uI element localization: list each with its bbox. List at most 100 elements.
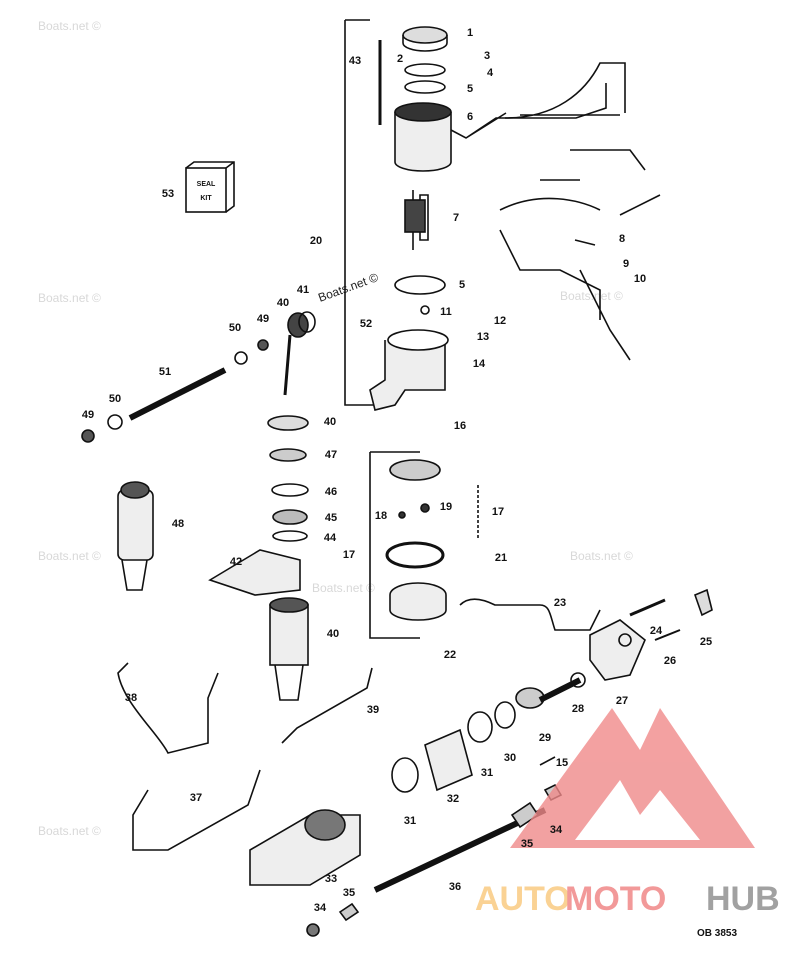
part-number-label: 53 (162, 188, 174, 200)
part-number-label: 37 (190, 792, 202, 804)
part-number-label: 27 (616, 695, 628, 707)
cylinder (269, 604, 309, 666)
part-number-label: 31 (404, 815, 416, 827)
watermark: Boats.net © (560, 289, 623, 303)
motor-end-cap (402, 26, 448, 44)
part-number-label: 22 (444, 649, 456, 661)
logo-triangle (510, 708, 755, 848)
manifold (589, 619, 646, 681)
part-number-label: 4 (487, 67, 494, 79)
bushing (287, 312, 309, 338)
part-number-label: 13 (477, 331, 489, 343)
o-ring (271, 483, 309, 497)
part-number-label: 38 (125, 692, 137, 704)
seal-kit-text: KIT (200, 195, 212, 202)
hydraulic-line (459, 598, 601, 631)
part-number-label: 50 (229, 322, 241, 334)
part-number-label: 43 (349, 55, 361, 67)
part-number-label: 7 (453, 212, 459, 224)
logo-text-moto: MOTO (565, 880, 666, 918)
o-ring (385, 541, 445, 569)
watermark: Boats.net © (38, 291, 101, 305)
watermark: Boats.net © (316, 270, 380, 305)
part-number-label: 49 (82, 409, 94, 421)
washer (234, 351, 248, 365)
part-number-label: 41 (297, 284, 309, 296)
part-number-label: 39 (367, 704, 379, 716)
part-number-label: 18 (375, 510, 387, 522)
part-number-label: 35 (521, 838, 533, 850)
part-number-label: 47 (325, 449, 337, 461)
trim-cylinder (117, 489, 154, 561)
part-number-label: 25 (700, 636, 712, 648)
part-number-label: 30 (504, 752, 516, 764)
pump-base (369, 340, 446, 411)
part-number-label: 40 (324, 416, 336, 428)
part-number-label: 19 (440, 501, 452, 513)
motor-housing (394, 112, 452, 172)
piston (267, 415, 309, 431)
watermark: Boats.net © (38, 824, 101, 838)
part-number-label: 15 (556, 757, 568, 769)
part-number-label: 29 (539, 732, 551, 744)
part-number-label: 42 (230, 556, 242, 568)
part-number-label: 6 (467, 111, 473, 123)
part-number-label: 52 (360, 318, 372, 330)
o-ring (394, 275, 446, 295)
part-number-label: 31 (481, 767, 493, 779)
logo-text-auto: AUTO (475, 880, 571, 918)
watermarks: Boats.net © Boats.net © Boats.net © Boat… (38, 19, 633, 838)
part-number-label: 48 (172, 518, 184, 530)
part-number-label: 5 (467, 83, 473, 95)
part-number-label: 51 (159, 366, 171, 378)
part-number-label: 28 (572, 703, 584, 715)
part-number-label: 14 (473, 358, 486, 370)
part-number-label: 16 (454, 420, 466, 432)
watermark: Boats.net © (312, 581, 375, 595)
part-number-label: 50 (109, 393, 121, 405)
part-number-label: 49 (257, 313, 269, 325)
part-number-label: 24 (650, 625, 663, 637)
part-number-label: 9 (623, 258, 629, 270)
part-number-label: 12 (494, 315, 506, 327)
seal-kit-text: SEAL (197, 181, 216, 188)
part-number-label: 40 (327, 628, 339, 640)
pump-cover (389, 459, 441, 481)
part-number-label: 46 (325, 486, 337, 498)
bracket-17 (369, 451, 420, 639)
diagram-code: OB 3853 (697, 928, 737, 939)
logo-text-hub: HUB (706, 880, 780, 918)
bracket-20 (344, 19, 375, 406)
part-number-label: 17 (492, 506, 504, 518)
hydraulic-line-39 (281, 667, 373, 744)
part-number-label: 34 (550, 824, 563, 836)
wiring-harness (499, 62, 661, 361)
hydraulic-line-37 (132, 769, 261, 851)
part-number-label: 8 (619, 233, 625, 245)
watermark: Boats.net © (38, 549, 101, 563)
seal-kit-box (185, 167, 227, 213)
part-number-label: 10 (634, 273, 646, 285)
part-number-label: 21 (495, 552, 507, 564)
part-number-label: 20 (310, 235, 322, 247)
part-number-label: 32 (447, 793, 459, 805)
part-number-label: 2 (397, 53, 403, 65)
reservoir (389, 582, 447, 621)
o-ring (404, 63, 446, 77)
shaft (128, 367, 227, 421)
bracket (208, 549, 301, 596)
part-number-label: 1 (467, 27, 473, 39)
part-number-label: 36 (449, 881, 461, 893)
part-number-label: 5 (459, 279, 465, 291)
hydraulic-line-38 (117, 662, 219, 754)
part-number-label: 45 (325, 512, 337, 524)
sleeve (424, 728, 473, 792)
watermark: Boats.net © (38, 19, 101, 33)
part-number-label: 44 (324, 532, 337, 544)
watermark: Boats.net © (570, 549, 633, 563)
part-number-label: 35 (343, 887, 355, 899)
automotohub-logo: AUTO MOTO HUB (475, 708, 780, 918)
